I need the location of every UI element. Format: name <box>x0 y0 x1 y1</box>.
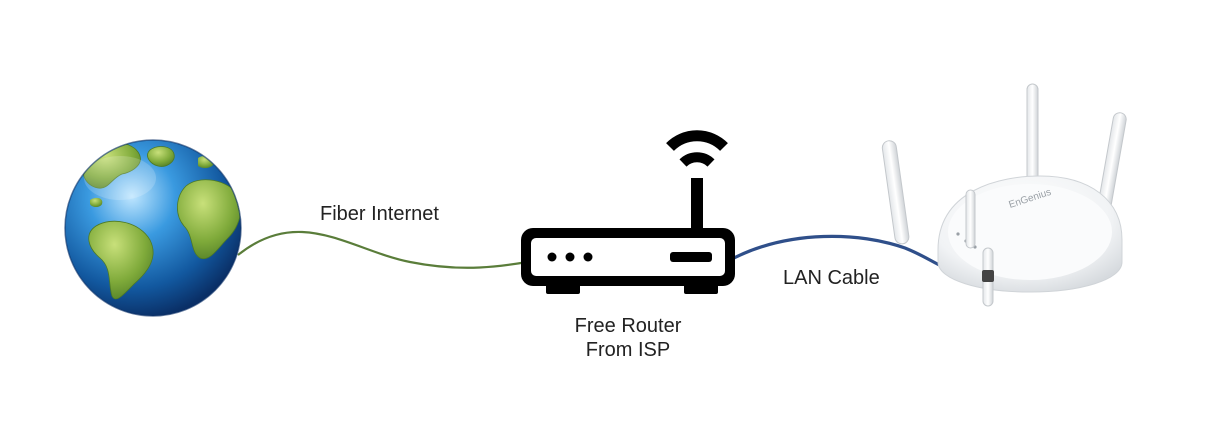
fiber-cable <box>237 230 549 269</box>
router-label-line-2: From ISP <box>585 339 671 361</box>
access-point-icon: EnGenius <box>881 83 1127 307</box>
router-label: Free Router From ISP <box>548 314 708 362</box>
globe-icon <box>64 139 242 317</box>
fiber-internet-label: Fiber Internet <box>320 203 439 225</box>
lan-cable-label: LAN Cable <box>783 267 880 289</box>
router-label-line-1: Free Router <box>574 315 682 337</box>
wifi-router-icon <box>521 130 735 294</box>
lan-cable <box>733 234 951 270</box>
